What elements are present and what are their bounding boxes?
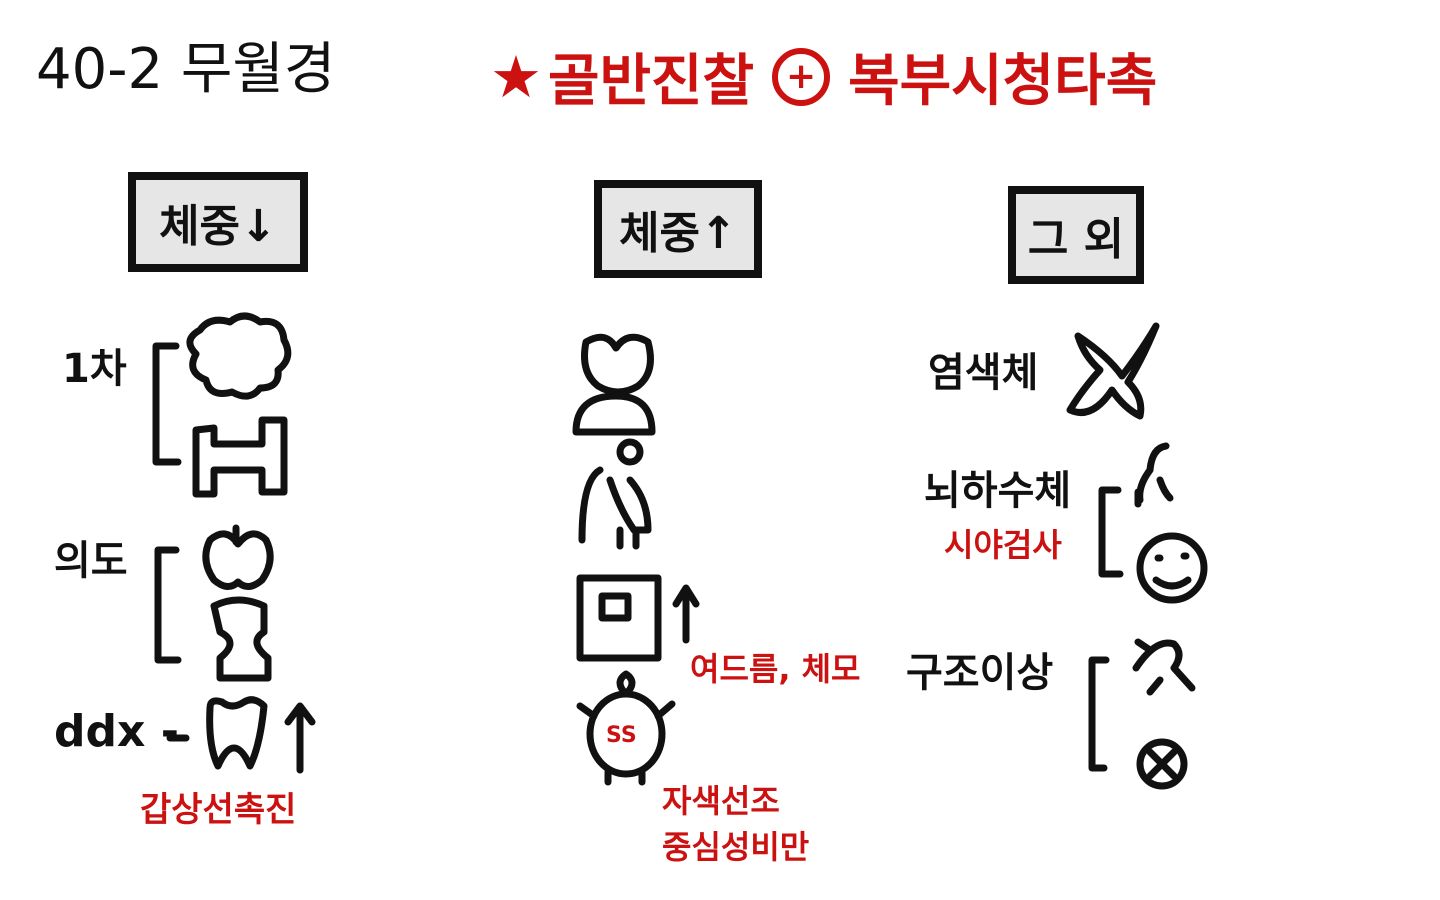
headline-text-1: 골반진찰 xyxy=(548,49,755,114)
woman-icon xyxy=(572,333,656,436)
scale-display xyxy=(598,592,632,622)
brain-icon xyxy=(186,312,292,400)
note-acne-hair: 여드름, 체모 xyxy=(690,650,861,688)
note-thyroid-palpation: 갑상선촉진 xyxy=(140,790,297,830)
page-title: 40-2 무월경 xyxy=(36,37,336,102)
apple-icon xyxy=(202,524,274,590)
header-other: 그 외 xyxy=(1008,186,1144,284)
label-structural: 구조이상 xyxy=(906,650,1054,696)
headline: ★ 골반진찰 + 복부시청타촉 xyxy=(490,36,1157,117)
header-weight-gain: 체중↑ xyxy=(594,180,762,278)
bracket-icon xyxy=(152,342,1124,772)
structure-icon xyxy=(1132,638,1196,696)
striae-mark: SS xyxy=(606,723,637,748)
thyroid-icon xyxy=(206,696,268,770)
face-features xyxy=(1152,552,1192,590)
star-icon: ★ xyxy=(490,42,542,111)
note-visual-field-test: 시야검사 xyxy=(944,526,1062,564)
headline-text-2: 복부시청타촉 xyxy=(848,49,1158,114)
arrow-up-icon xyxy=(284,702,316,774)
label-chromosome: 염색체 xyxy=(928,350,1039,396)
pituitary-icon xyxy=(1134,442,1174,508)
plus-label: + xyxy=(786,56,817,97)
note-striae: 자색선조 xyxy=(662,782,780,820)
scale-icon xyxy=(576,574,662,662)
face-icon xyxy=(1136,532,1208,604)
chromosome-x-icon xyxy=(1066,322,1160,420)
person-icon xyxy=(578,438,652,550)
label-intentional: 의도 xyxy=(54,538,128,584)
plus-circle-icon: + xyxy=(772,47,831,106)
obese-body-limbs xyxy=(576,670,676,786)
round-structure-icon xyxy=(1136,738,1188,790)
label-primary: 1차 xyxy=(62,346,127,392)
label-ddx: ddx - xyxy=(54,706,179,757)
round-structure-mark xyxy=(1146,748,1178,780)
body-shape-icon xyxy=(210,596,272,682)
note-central-obesity: 중심성비만 xyxy=(662,828,810,866)
header-weight-loss: 체중↓ xyxy=(128,172,308,272)
label-pituitary: 뇌하수체 xyxy=(924,468,1072,514)
arrow-up-icon-2 xyxy=(672,584,700,644)
uterus-icon xyxy=(192,416,288,498)
